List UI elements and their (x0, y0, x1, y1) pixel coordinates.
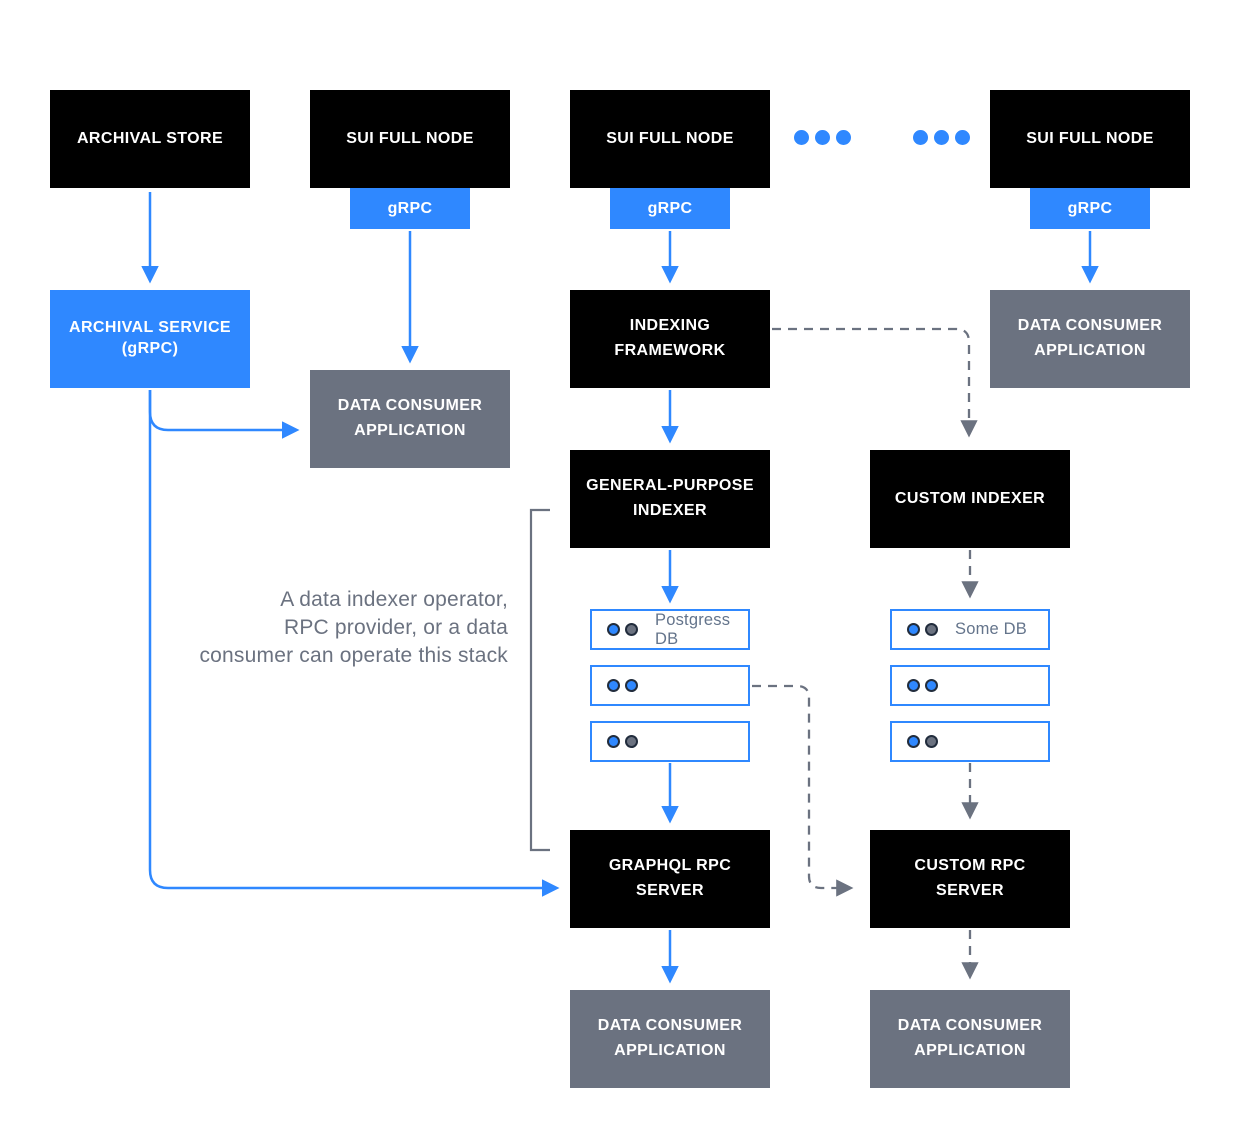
grpc-port-tab-2: gRPC (610, 188, 730, 229)
grpc-port-tab-1: gRPC (350, 188, 470, 229)
grpc-port-tab-3-label: gRPC (1067, 199, 1113, 217)
general-purpose-indexer-node: GENERAL-PURPOSE INDEXER (570, 450, 770, 548)
graphql-rpc-server-node: GRAPHQL RPC SERVER (570, 830, 770, 928)
graphql-rpc-server-label: GRAPHQL RPC SERVER (608, 857, 732, 899)
some-db-row: Some DB (890, 609, 1050, 650)
data-consumer-app-right-label: DATA CONSUMER APPLICATION (1017, 317, 1163, 359)
ellipsis-dot (794, 130, 809, 145)
postgres-db-label: Postgress DB (655, 610, 731, 648)
data-consumer-app-bottom-right-label: DATA CONSUMER APPLICATION (897, 1017, 1043, 1059)
data-consumer-app-left-node: DATA CONSUMER APPLICATION (310, 370, 510, 468)
sui-full-node-2-label: SUI FULL NODE (606, 129, 734, 147)
archival-store-node: ARCHIVAL STORE (50, 90, 250, 188)
data-consumer-app-bottom-right-node: DATA CONSUMER APPLICATION (870, 990, 1070, 1088)
archival-service-node: ARCHIVAL SERVICE (gRPC) (50, 290, 250, 388)
ellipsis-dot (836, 130, 851, 145)
data-consumer-app-bottom-left-label: DATA CONSUMER APPLICATION (597, 1017, 743, 1059)
db-row (590, 721, 750, 762)
data-consumer-app-left-label: DATA CONSUMER APPLICATION (337, 397, 483, 439)
grpc-port-tab-1-label: gRPC (387, 199, 433, 217)
grpc-port-tab-2-label: gRPC (647, 199, 693, 217)
archival-service-label: ARCHIVAL SERVICE (69, 319, 231, 337)
sui-full-node-2: SUI FULL NODE (570, 90, 770, 188)
stack-bracket (529, 508, 550, 852)
db-dot-gray-icon (625, 623, 638, 636)
dashed-arrow-indexing-framework-to-custom-indexer (772, 327, 978, 438)
data-consumer-app-bottom-left-node: DATA CONSUMER APPLICATION (570, 990, 770, 1088)
db-dot-blue-icon (907, 735, 920, 748)
grpc-port-tab-3: gRPC (1030, 188, 1150, 229)
db-dot-blue-icon (925, 679, 938, 692)
ellipsis-dot (913, 130, 928, 145)
db-row (890, 665, 1050, 706)
archival-service-sublabel: (gRPC) (121, 340, 179, 357)
sui-full-node-1-label: SUI FULL NODE (346, 129, 474, 147)
annotation-line: RPC provider, or a data (283, 616, 508, 639)
custom-indexer-label: CUSTOM INDEXER (894, 489, 1046, 507)
db-dot-blue-icon (907, 623, 920, 636)
dashed-arrow-db2-to-custom-rpc-server (752, 684, 854, 897)
indexing-framework-label: INDEXING FRAMEWORK (614, 317, 726, 359)
db-dot-blue-icon (607, 623, 620, 636)
db-dot-gray-icon (625, 735, 638, 748)
db-row (590, 665, 750, 706)
db-dot-blue-icon (625, 679, 638, 692)
sui-full-node-1: SUI FULL NODE (310, 90, 510, 188)
db-dot-gray-icon (925, 735, 938, 748)
postgres-db-row: Postgress DB (590, 609, 750, 650)
custom-rpc-server-node: CUSTOM RPC SERVER (870, 830, 1070, 928)
general-purpose-indexer-label: GENERAL-PURPOSE INDEXER (586, 477, 754, 519)
arrow-archival-service-to-graphql-rpc-server (148, 390, 560, 897)
arrow-archival-service-to-data-consumer-app (148, 390, 300, 439)
operator-annotation: A data indexer operator, RPC provider, o… (148, 586, 508, 670)
sui-full-node-3-label: SUI FULL NODE (1026, 129, 1154, 147)
annotation-line: A data indexer operator, (280, 588, 508, 611)
indexing-framework-node: INDEXING FRAMEWORK (570, 290, 770, 388)
custom-rpc-server-label: CUSTOM RPC SERVER (914, 857, 1026, 899)
data-consumer-app-right-node: DATA CONSUMER APPLICATION (990, 290, 1190, 388)
archival-store-label: ARCHIVAL STORE (76, 129, 224, 147)
custom-indexer-node: CUSTOM INDEXER (870, 450, 1070, 548)
ellipsis-dot (815, 130, 830, 145)
db-row (890, 721, 1050, 762)
db-dot-blue-icon (607, 735, 620, 748)
db-dot-gray-icon (925, 623, 938, 636)
sui-full-node-3: SUI FULL NODE (990, 90, 1190, 188)
db-dot-blue-icon (907, 679, 920, 692)
some-db-label: Some DB (955, 620, 1028, 638)
ellipsis-dot (934, 130, 949, 145)
ellipsis-dot (955, 130, 970, 145)
annotation-line: consumer can operate this stack (199, 644, 508, 667)
db-dot-blue-icon (607, 679, 620, 692)
